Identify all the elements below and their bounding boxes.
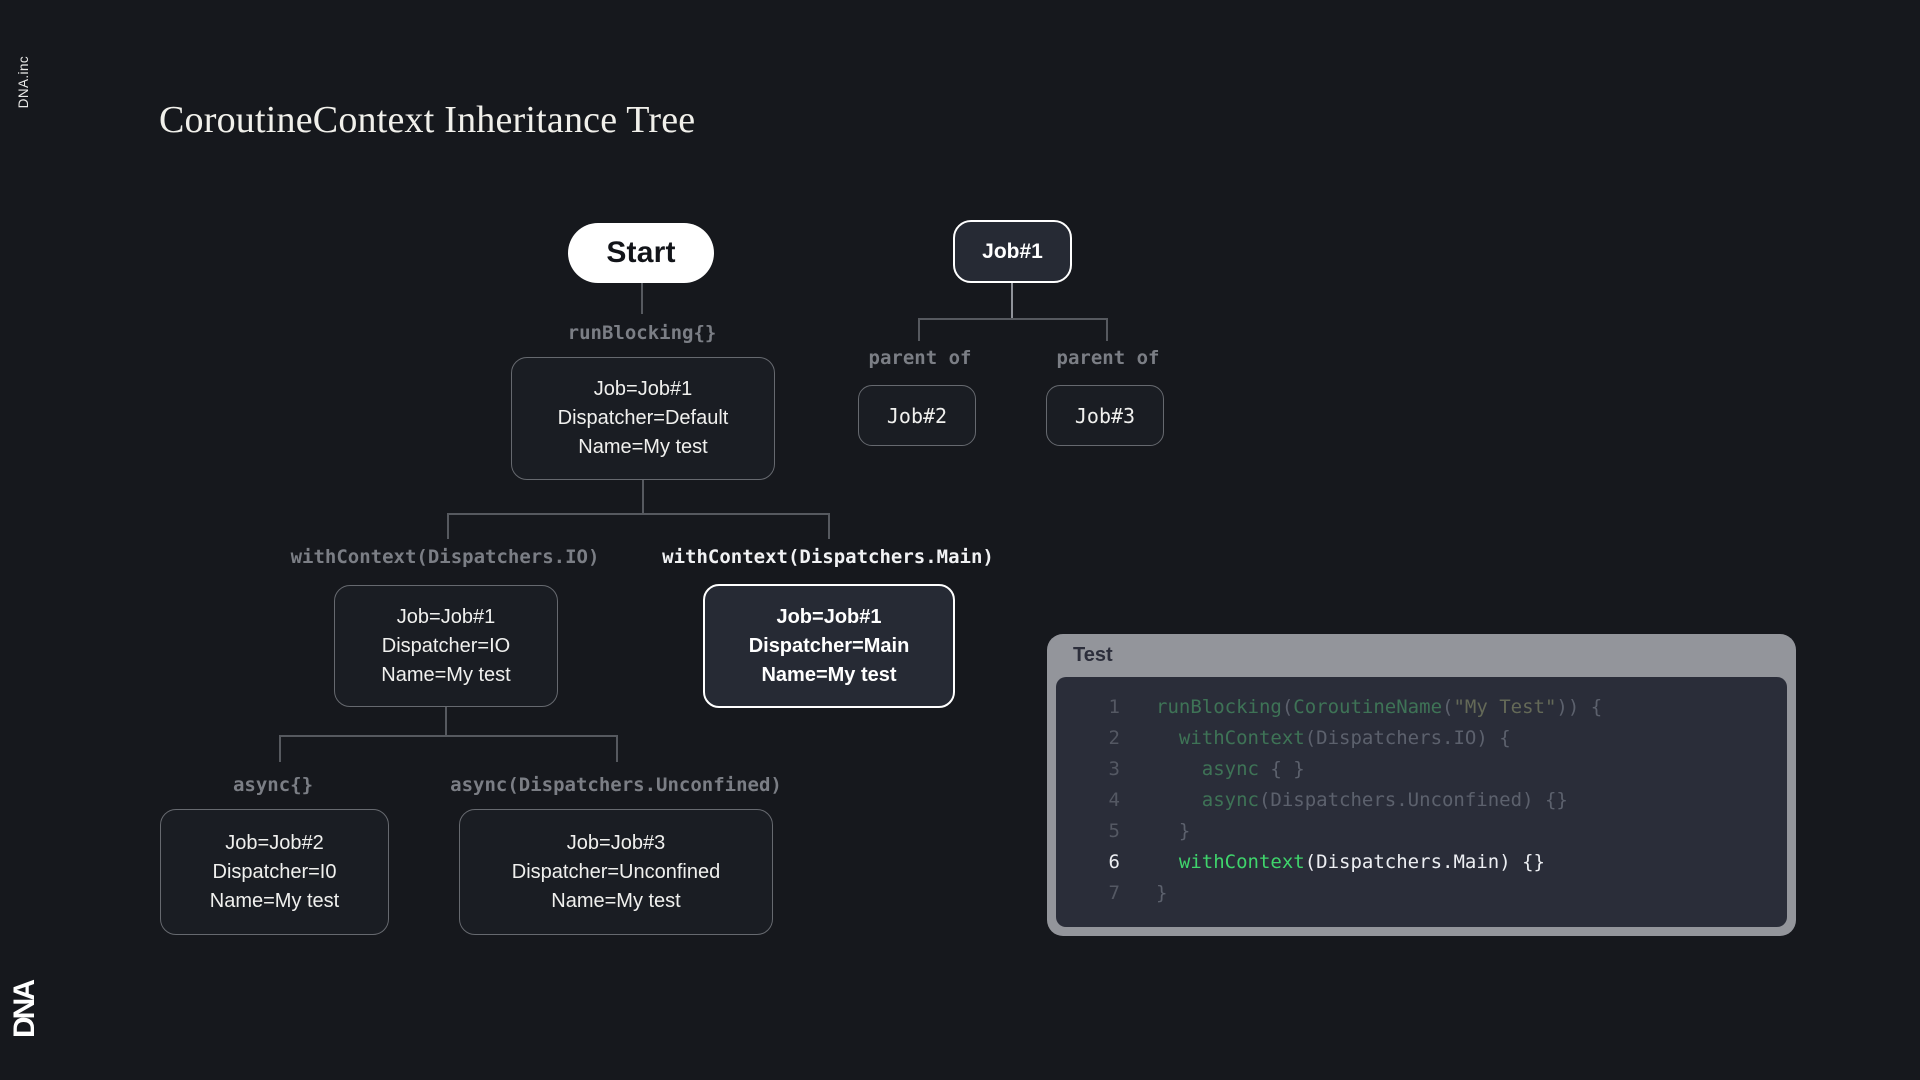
connector-split1-stub — [642, 480, 644, 514]
line-number: 1 — [1108, 696, 1120, 718]
node-io-line: Dispatcher=IO — [381, 634, 511, 657]
jobgraph-child-job2: Job#2 — [858, 385, 976, 446]
node-job3: Job=Job#3 Dispatcher=Unconfined Name=My … — [459, 809, 773, 935]
code-text: withContext(Dispatchers.Main) {} — [1178, 851, 1545, 873]
edge-label-parent-of-left: parent of — [868, 347, 972, 369]
dna-logo: DNA — [8, 982, 41, 1038]
node-job2-line: Name=My test — [209, 889, 340, 912]
node-job2-line: Dispatcher=I0 — [212, 860, 337, 883]
code-line-2: 2 withContext(Dispatchers.IO) { — [1056, 723, 1787, 754]
connector-split1-h — [447, 513, 829, 515]
code-line-1: 1 runBlocking(CoroutineName("My Test")) { — [1056, 692, 1787, 723]
connector-split2-drop-left — [279, 735, 281, 762]
jobgraph-root-node: Job#1 — [953, 220, 1072, 283]
connector-job1-drop-right — [1106, 318, 1108, 341]
node-main-line: Name=My test — [761, 663, 897, 686]
edge-label-withcontext-io: withContext(Dispatchers.IO) — [290, 546, 600, 568]
code-line-7: 7} — [1056, 878, 1787, 909]
node-main-highlighted: Job=Job#1 Dispatcher=Main Name=My test — [703, 584, 955, 708]
node-io-line: Name=My test — [381, 663, 511, 686]
node-root-line: Job=Job#1 — [593, 378, 693, 400]
code-editor: 1 runBlocking(CoroutineName("My Test")) {… — [1056, 677, 1787, 927]
code-text: withContext(Dispatchers.IO) { — [1178, 727, 1511, 749]
connector-start-stub — [641, 283, 643, 314]
node-root: Job=Job#1 Dispatcher=Default Name=My tes… — [511, 357, 775, 480]
code-line-6: 6 withContext(Dispatchers.Main) {} — [1056, 847, 1787, 878]
code-text: } — [1156, 820, 1191, 842]
edge-label-parent-of-right: parent of — [1056, 347, 1160, 369]
code-text: } — [1156, 882, 1168, 904]
connector-split1-drop-left — [447, 513, 449, 539]
code-text: runBlocking(CoroutineName("My Test")) { — [1156, 696, 1603, 718]
node-job3-line: Name=My test — [551, 889, 681, 912]
connector-split2-stub — [445, 707, 447, 736]
start-node: Start — [568, 223, 714, 283]
code-text: async { } — [1201, 758, 1305, 780]
line-number: 4 — [1108, 789, 1120, 811]
node-main-line: Job=Job#1 — [776, 605, 882, 628]
node-root-line: Dispatcher=Default — [557, 407, 729, 429]
line-number: 2 — [1108, 727, 1120, 749]
edge-label-async-empty: async{} — [232, 774, 314, 796]
code-line-3: 3 async { } — [1056, 754, 1787, 785]
node-io: Job=Job#1 Dispatcher=IO Name=My test — [334, 585, 558, 707]
connector-split1-drop-right — [828, 513, 830, 539]
connector-split2-drop-right — [616, 735, 618, 762]
connector-split2-h — [279, 735, 617, 737]
node-job2: Job=Job#2 Dispatcher=I0 Name=My test — [160, 809, 389, 935]
connector-job1-h — [918, 318, 1107, 320]
code-line-5: 5 } — [1056, 816, 1787, 847]
edge-label-runblocking: runBlocking{} — [567, 322, 717, 344]
node-job3-line: Job=Job#3 — [566, 831, 666, 854]
edge-label-withcontext-main: withContext(Dispatchers.Main) — [662, 546, 994, 568]
node-job2-line: Job=Job#2 — [225, 831, 324, 854]
edge-label-async-unconfined: async(Dispatchers.Unconfined) — [450, 774, 782, 796]
code-panel: Test 1 runBlocking(CoroutineName("My Test… — [1047, 634, 1796, 936]
node-main-line: Dispatcher=Main — [748, 634, 910, 657]
connector-job1-drop-left — [918, 318, 920, 341]
node-root-line: Name=My test — [578, 436, 708, 458]
brand-vertical-text: DNA.inc — [16, 56, 31, 109]
page-title: CoroutineContext Inheritance Tree — [159, 99, 696, 141]
code-text: async(Dispatchers.Unconfined) {} — [1201, 789, 1568, 811]
connector-job1-stub — [1011, 283, 1013, 319]
line-number: 7 — [1108, 882, 1120, 904]
code-line-4: 4 async(Dispatchers.Unconfined) {} — [1056, 785, 1787, 816]
code-panel-title: Test — [1073, 644, 1113, 666]
jobgraph-child-job3: Job#3 — [1046, 385, 1164, 446]
line-number: 3 — [1108, 758, 1120, 780]
node-io-line: Job=Job#1 — [396, 605, 496, 628]
line-number: 5 — [1108, 820, 1120, 842]
line-number: 6 — [1108, 851, 1120, 873]
node-job3-line: Dispatcher=Unconfined — [511, 860, 721, 883]
